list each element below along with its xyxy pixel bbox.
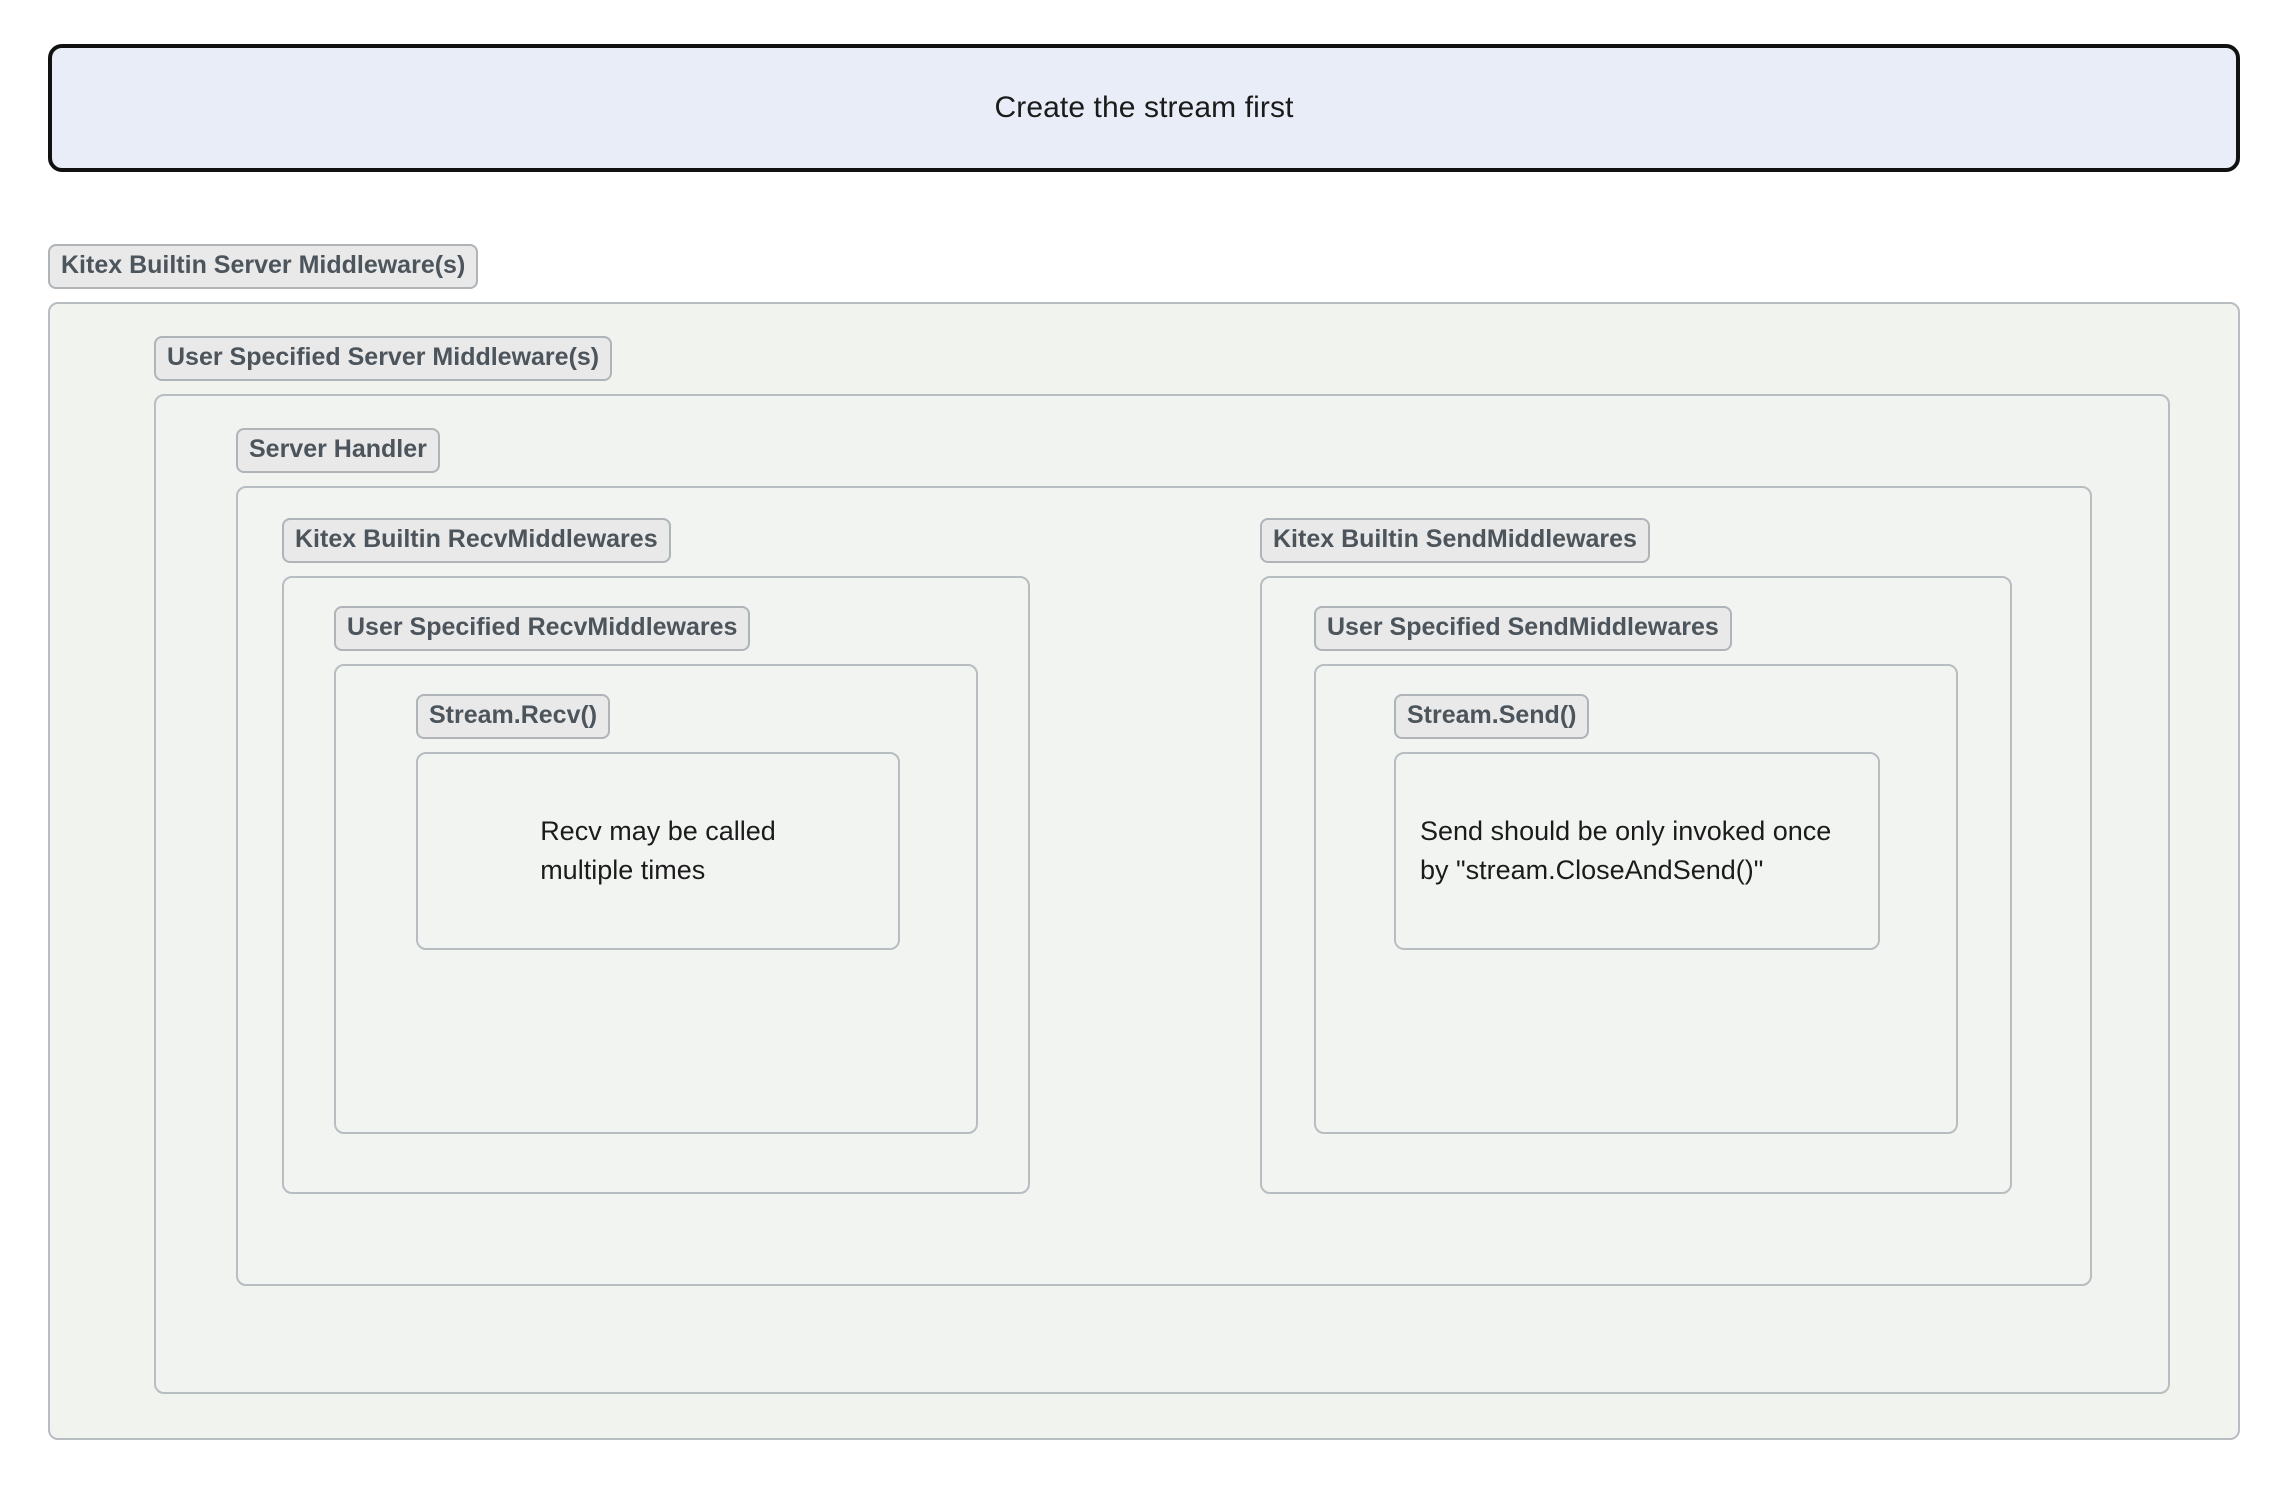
group-user-specified-server-middlewares: Server Handler Kitex Builtin RecvMiddlew… <box>154 394 2170 1394</box>
chip-kitex-builtin-server-middlewares[interactable]: Kitex Builtin Server Middleware(s) <box>48 244 479 289</box>
chip-kitex-builtin-sendmiddlewares[interactable]: Kitex Builtin SendMiddlewares <box>1260 518 1650 563</box>
group-user-specified-recvmiddlewares: Stream.Recv() Recv may be called multipl… <box>334 664 978 1134</box>
chip-stream-send[interactable]: Stream.Send() <box>1394 694 1590 739</box>
create-stream-banner: Create the stream first <box>48 44 2240 172</box>
note-recv: Recv may be called multiple times <box>416 752 900 950</box>
chip-stream-recv[interactable]: Stream.Recv() <box>416 694 611 739</box>
chip-kitex-builtin-recvmiddlewares[interactable]: Kitex Builtin RecvMiddlewares <box>282 518 671 563</box>
banner-label: Create the stream first <box>994 91 1294 124</box>
chip-server-handler[interactable]: Server Handler <box>236 428 440 473</box>
group-kitex-builtin-recvmiddlewares: User Specified RecvMiddlewares Stream.Re… <box>282 576 1030 1194</box>
note-send: Send should be only invoked once by "str… <box>1394 752 1880 950</box>
chip-user-specified-recvmiddlewares[interactable]: User Specified RecvMiddlewares <box>334 606 751 651</box>
group-user-specified-sendmiddlewares: Stream.Send() Send should be only invoke… <box>1314 664 1958 1134</box>
group-kitex-builtin-server-middlewares: User Specified Server Middleware(s) Serv… <box>48 302 2240 1440</box>
group-server-handler: Kitex Builtin RecvMiddlewares User Speci… <box>236 486 2092 1286</box>
note-send-text: Send should be only invoked once by "str… <box>1420 815 1832 885</box>
chip-user-specified-server-middlewares[interactable]: User Specified Server Middleware(s) <box>154 336 613 381</box>
group-kitex-builtin-sendmiddlewares: User Specified SendMiddlewares Stream.Se… <box>1260 576 2012 1194</box>
chip-user-specified-sendmiddlewares[interactable]: User Specified SendMiddlewares <box>1314 606 1732 651</box>
note-recv-text: Recv may be called multiple times <box>540 815 776 885</box>
